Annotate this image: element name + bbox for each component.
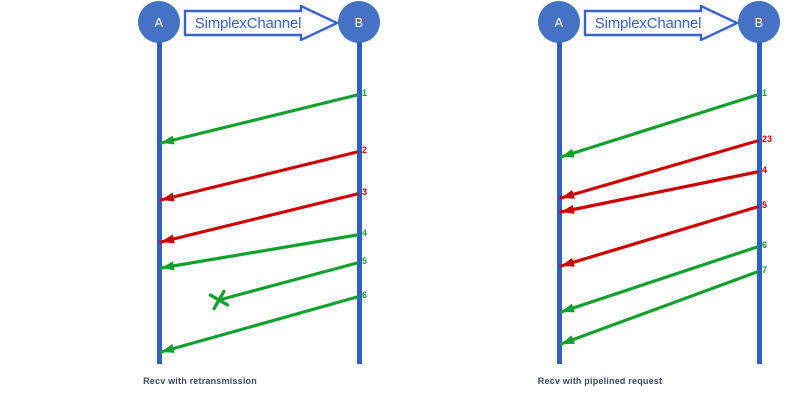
lifeline-a — [557, 42, 562, 364]
message-arrow-shaft[interactable] — [159, 192, 359, 244]
message-arrowhead-icon — [561, 189, 575, 199]
message-arrows-right — [400, 0, 800, 400]
message-arrows-svg — [159, 93, 359, 354]
actor-a-node[interactable]: A — [538, 1, 580, 43]
message-arrowhead-icon — [561, 204, 575, 214]
message-arrowhead-icon — [161, 344, 175, 353]
message-arrowhead-icon — [161, 261, 175, 271]
lifeline-b — [357, 42, 362, 364]
message-arrow-shaft[interactable] — [217, 261, 359, 302]
message-seq-label: 1 — [362, 88, 368, 98]
message-arrow-shaft[interactable] — [559, 93, 759, 159]
message-arrow-shaft[interactable] — [559, 270, 759, 346]
actor-b-node[interactable]: B — [738, 1, 780, 43]
actor-a-label: A — [154, 14, 164, 30]
actor-a-label: A — [554, 14, 564, 30]
message-arrow-shaft[interactable] — [159, 295, 359, 354]
message-arrows-left — [159, 93, 359, 354]
message-seq-label: 6 — [762, 240, 768, 250]
message-seq-label: 23 — [762, 134, 773, 144]
message-arrow-shaft[interactable] — [159, 93, 359, 145]
message-seq-label: 2 — [362, 145, 368, 155]
message-arrow-shaft[interactable] — [559, 205, 759, 268]
lifeline-b — [757, 42, 762, 364]
message-seq-label: 5 — [362, 256, 368, 266]
sequence-diagram-left: A B SimplexChannel Recv with retransmiss… — [138, 1, 380, 386]
message-arrow-shaft[interactable] — [559, 170, 759, 214]
caption-left: Recv with retransmission — [143, 376, 257, 386]
actor-b-label: B — [354, 14, 364, 30]
caption-right: Recv with pipelined request — [537, 376, 663, 386]
message-seq-label: 4 — [362, 228, 368, 238]
message-arrowhead-icon — [561, 148, 575, 158]
actor-b-label: B — [754, 14, 764, 30]
message-seq-label: 3 — [362, 187, 368, 197]
message-seq-label: 7 — [762, 265, 768, 275]
message-arrowhead-icon — [561, 303, 575, 313]
message-arrow-shaft[interactable] — [559, 139, 759, 200]
message-seq-label: 6 — [362, 290, 368, 300]
message-seq-label: 4 — [762, 165, 768, 175]
message-seq-label: 5 — [762, 200, 768, 210]
lifeline-a — [157, 42, 162, 364]
lost-message-x-icon — [208, 289, 230, 311]
actor-a-node[interactable]: A — [138, 1, 180, 43]
message-arrows-svg — [559, 93, 759, 346]
message-arrow-shaft[interactable] — [559, 245, 759, 314]
right-block-arrow-icon — [183, 5, 339, 41]
message-arrowhead-icon — [561, 257, 575, 267]
message-arrow-shaft[interactable] — [159, 150, 359, 202]
sequence-diagram-right: A B SimplexChannel Recv with pipelined r… — [400, 0, 800, 400]
message-seq-label: 1 — [762, 88, 768, 98]
message-arrowhead-icon — [161, 135, 175, 145]
actor-b-node[interactable]: B — [338, 1, 380, 43]
right-block-arrow-icon — [583, 5, 739, 41]
message-arrowhead-icon — [561, 335, 575, 344]
message-arrowhead-icon — [161, 192, 175, 202]
message-arrow-shaft[interactable] — [159, 233, 359, 270]
message-arrowhead-icon — [161, 234, 175, 244]
